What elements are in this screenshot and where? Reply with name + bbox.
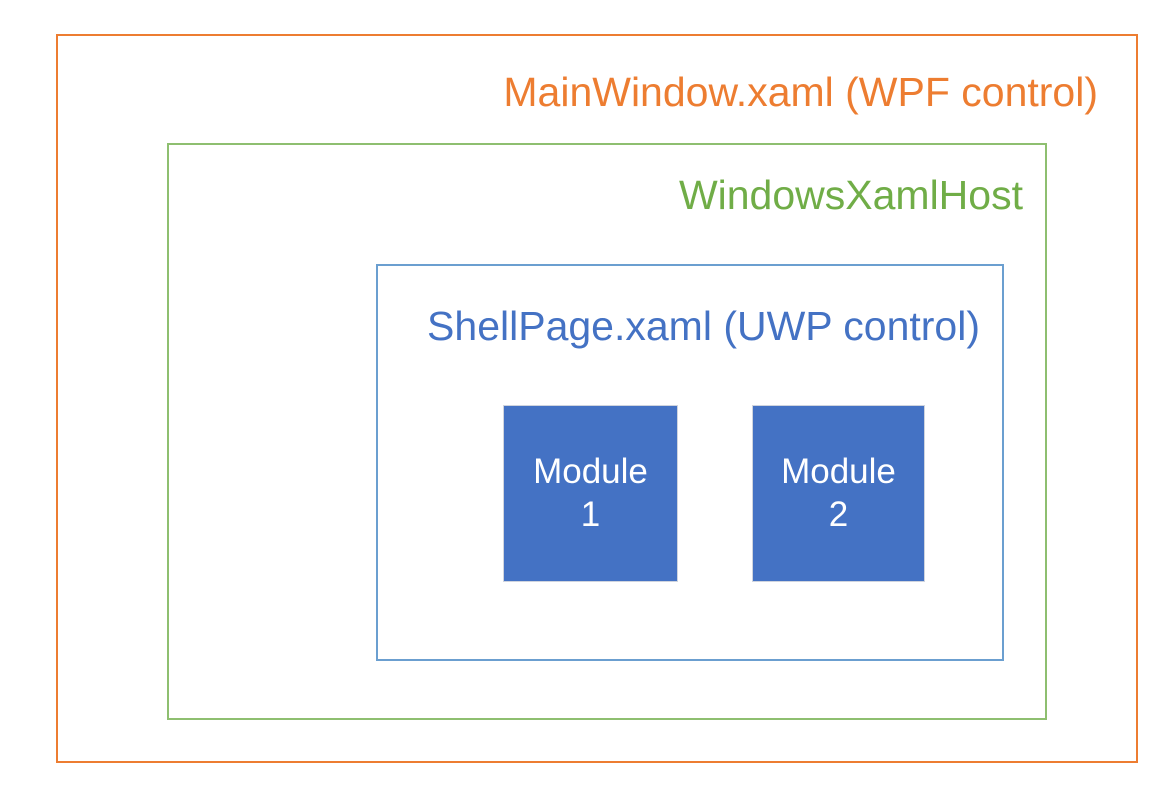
- xamlhost-layer-box: WindowsXamlHost ShellPage.xaml (UWP cont…: [167, 143, 1047, 720]
- xamlhost-layer-label: WindowsXamlHost: [678, 172, 1023, 218]
- wpf-layer-box: MainWindow.xaml (WPF control) WindowsXam…: [56, 34, 1138, 763]
- uwp-layer-label: ShellPage.xaml (UWP control): [427, 303, 980, 349]
- uwp-layer-box: ShellPage.xaml (UWP control) Module 1 Mo…: [376, 264, 1004, 661]
- module-1-label-line1: Module: [533, 451, 648, 491]
- module-2-label-line2: 2: [828, 494, 849, 534]
- module-1-label-line2: 1: [580, 494, 601, 534]
- module-1-box: Module 1: [503, 405, 678, 582]
- wpf-layer-label: MainWindow.xaml (WPF control): [503, 69, 1098, 115]
- module-2-label-line1: Module: [781, 451, 896, 491]
- modules-row: Module 1 Module 2: [503, 405, 929, 582]
- module-2-box: Module 2: [752, 405, 925, 582]
